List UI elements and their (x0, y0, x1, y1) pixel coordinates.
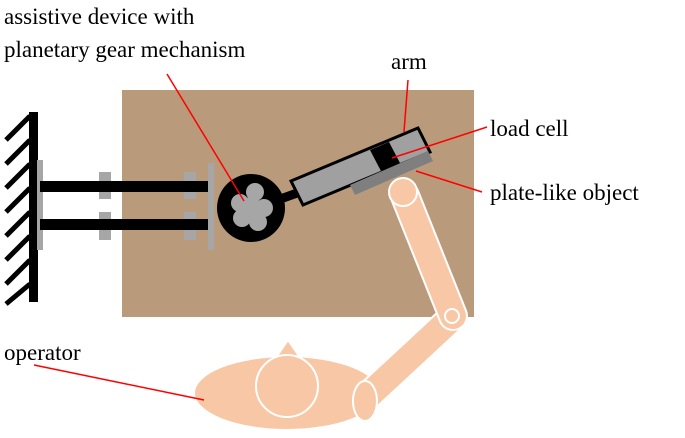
leader-lines (33, 73, 488, 401)
arm-assembly (270, 126, 433, 207)
rod-collars (99, 172, 196, 240)
wall-line (29, 112, 38, 302)
operator-label: operator (4, 340, 81, 365)
rod-lower (40, 219, 212, 230)
leader-operator (33, 364, 205, 401)
load-cell (370, 142, 401, 173)
arm-label: arm (391, 49, 427, 74)
rod-upper (40, 181, 212, 192)
operator-figure (193, 177, 468, 431)
wall (4, 112, 43, 306)
leader-plate (415, 170, 483, 193)
wall-mount-plate (37, 160, 43, 250)
support-rods (40, 163, 214, 250)
leader-device (166, 73, 245, 202)
leader-load-cell (391, 126, 488, 159)
device-label-line1: assistive device with (4, 4, 195, 29)
plate-like-object (350, 151, 433, 195)
operator-elbow (444, 308, 460, 324)
load-cell-label: load cell (490, 116, 569, 141)
operator-shoulder (352, 380, 378, 422)
planetary-gear (217, 174, 285, 242)
operator-forearm-lower-fill (355, 305, 465, 409)
arm-body (288, 126, 433, 207)
operator-upper-arm (392, 183, 466, 329)
gear-icon (231, 183, 273, 231)
operator-head (255, 354, 319, 418)
device-mount-plate (208, 163, 214, 250)
wall-hatching (4, 114, 32, 306)
leader-arm (403, 79, 409, 133)
operator-hand (388, 177, 418, 207)
plate-label: plate-like object (490, 180, 639, 205)
device-label-line2: planetary gear mechanism (4, 37, 245, 62)
